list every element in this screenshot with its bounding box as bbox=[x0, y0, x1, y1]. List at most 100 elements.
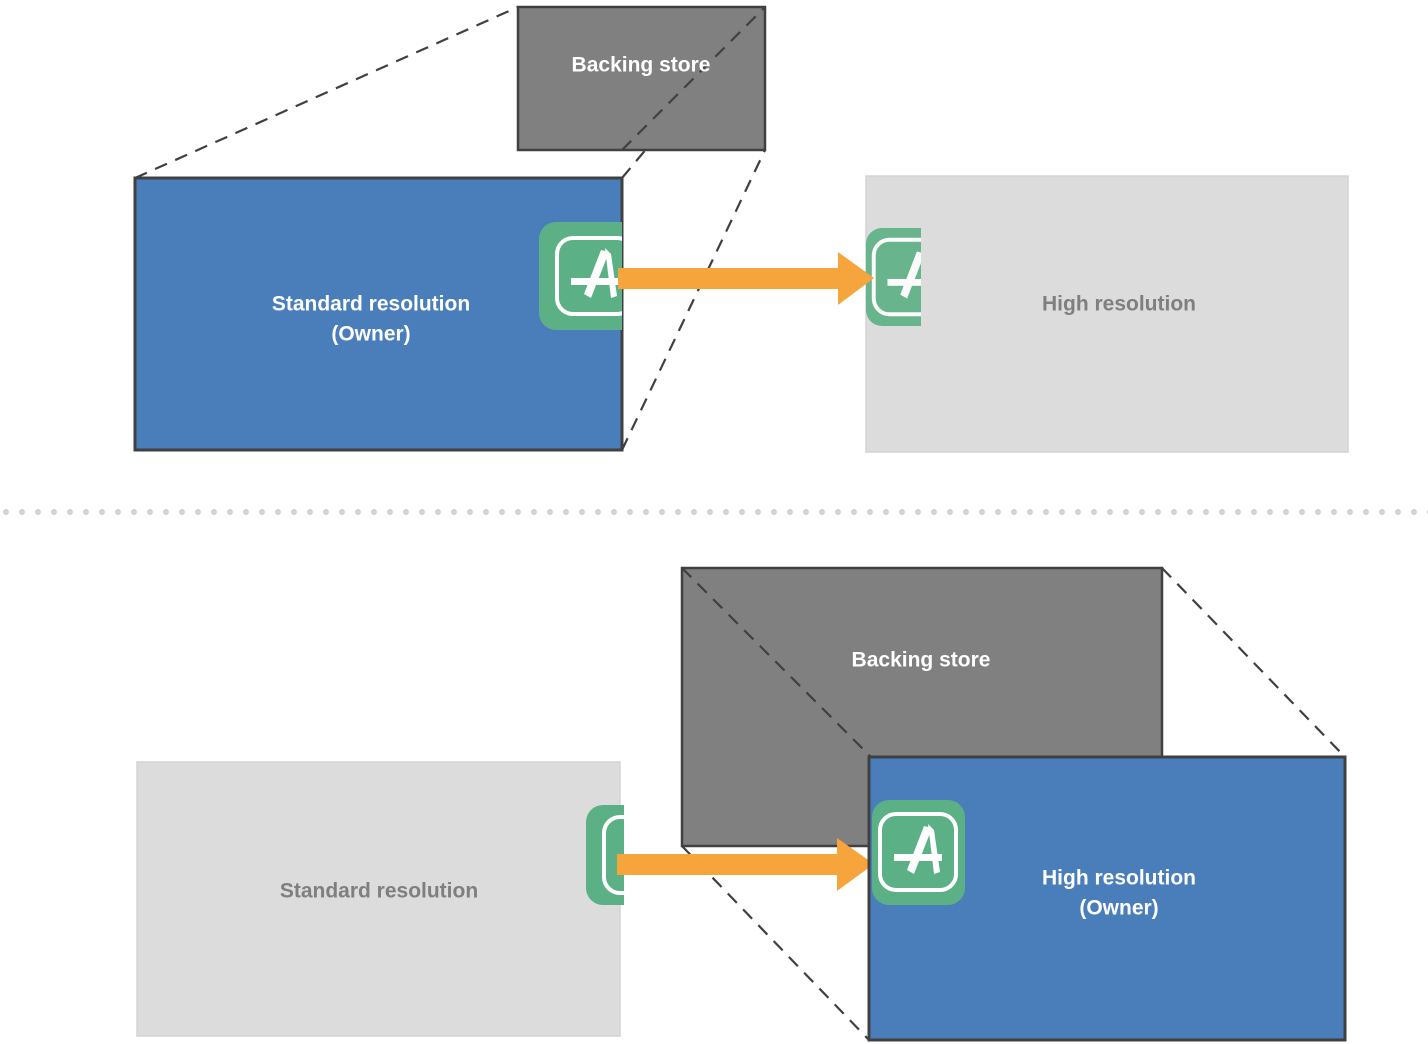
divider-dot bbox=[595, 509, 601, 515]
divider-dot bbox=[1171, 509, 1177, 515]
dotted-divider bbox=[3, 509, 1428, 515]
divider-dot bbox=[211, 509, 217, 515]
backing-store-diagonal-top bbox=[621, 6, 766, 151]
high-resolution-label-bottom-line1: High resolution bbox=[1042, 867, 1196, 890]
divider-dot bbox=[339, 509, 345, 515]
divider-dot bbox=[707, 509, 713, 515]
divider-dot bbox=[723, 509, 729, 515]
divider-dot bbox=[1267, 509, 1273, 515]
scenario-standard-owner: Backing store High resolution Standard r… bbox=[133, 5, 1349, 453]
divider-dot bbox=[19, 509, 25, 515]
divider-dot bbox=[1027, 509, 1033, 515]
divider-dot bbox=[307, 509, 313, 515]
standard-resolution-label-top-line1: Standard resolution bbox=[272, 293, 470, 316]
backing-store-diagonal-bottom bbox=[681, 567, 872, 758]
divider-dot bbox=[515, 509, 521, 515]
high-resolution-box-top bbox=[865, 175, 1349, 453]
divider-dot bbox=[835, 509, 841, 515]
divider-dot bbox=[739, 509, 745, 515]
divider-dot bbox=[1363, 509, 1369, 515]
divider-dot bbox=[1139, 509, 1145, 515]
divider-dot bbox=[467, 509, 473, 515]
divider-dot bbox=[1091, 509, 1097, 515]
divider-dot bbox=[1075, 509, 1081, 515]
divider-dot bbox=[1155, 509, 1161, 515]
bottom-right-projection bbox=[621, 149, 766, 451]
app-store-icon-bottom-group bbox=[872, 800, 965, 905]
divider-dot bbox=[115, 509, 121, 515]
top-left-projection bbox=[134, 5, 519, 180]
divider-dot bbox=[451, 509, 457, 515]
divider-dot bbox=[1411, 509, 1417, 515]
divider-dot bbox=[947, 509, 953, 515]
backing-store-label-bottom: Backing store bbox=[852, 649, 991, 672]
divider-dot bbox=[403, 509, 409, 515]
divider-dot bbox=[803, 509, 809, 515]
divider-dot bbox=[579, 509, 585, 515]
divider-dot bbox=[1331, 509, 1337, 515]
divider-dot bbox=[371, 509, 377, 515]
divider-dot bbox=[1251, 509, 1257, 515]
projection-lines-bottom bbox=[681, 567, 1346, 1041]
divider-dot bbox=[787, 509, 793, 515]
divider-dot bbox=[499, 509, 505, 515]
divider-dot bbox=[419, 509, 425, 515]
backing-store-box-top bbox=[516, 5, 767, 152]
divider-dot bbox=[899, 509, 905, 515]
divider-dot bbox=[243, 509, 249, 515]
divider-dot bbox=[691, 509, 697, 515]
divider-dot bbox=[35, 509, 41, 515]
divider-dot bbox=[99, 509, 105, 515]
divider-dot bbox=[1283, 509, 1289, 515]
divider-dot bbox=[275, 509, 281, 515]
divider-dot bbox=[1123, 509, 1129, 515]
divider-dot bbox=[355, 509, 361, 515]
divider-dot bbox=[1187, 509, 1193, 515]
divider-dot bbox=[979, 509, 985, 515]
divider-dot bbox=[547, 509, 553, 515]
divider-dot bbox=[1059, 509, 1065, 515]
divider-dot bbox=[227, 509, 233, 515]
divider-dot bbox=[675, 509, 681, 515]
divider-dot bbox=[1203, 509, 1209, 515]
divider-dot bbox=[3, 509, 9, 515]
divider-dot bbox=[67, 509, 73, 515]
divider-dot bbox=[851, 509, 857, 515]
divider-dot bbox=[995, 509, 1001, 515]
divider-dot bbox=[1299, 509, 1305, 515]
divider-dot bbox=[963, 509, 969, 515]
divider-dot bbox=[643, 509, 649, 515]
scenario-high-owner: Standard resolution Backing store bbox=[136, 566, 1347, 1042]
app-store-icon-faded-top bbox=[866, 228, 921, 326]
divider-dot bbox=[883, 509, 889, 515]
divider-dot bbox=[611, 509, 617, 515]
divider-dot bbox=[1011, 509, 1017, 515]
divider-dot bbox=[323, 509, 329, 515]
divider-dot bbox=[819, 509, 825, 515]
lower-top-right-projection bbox=[1161, 567, 1346, 758]
standard-resolution-label-bottom: Standard resolution bbox=[280, 880, 478, 903]
high-resolution-label-bottom-line2: (Owner) bbox=[1079, 897, 1158, 920]
divider-dot bbox=[163, 509, 169, 515]
divider-dot bbox=[483, 509, 489, 515]
divider-dot bbox=[147, 509, 153, 515]
backing-store-label-top: Backing store bbox=[572, 54, 711, 77]
divider-dot bbox=[627, 509, 633, 515]
divider-dot bbox=[531, 509, 537, 515]
divider-dot bbox=[195, 509, 201, 515]
divider-dot bbox=[435, 509, 441, 515]
divider-dot bbox=[83, 509, 89, 515]
divider-dot bbox=[755, 509, 761, 515]
standard-resolution-box-bottom bbox=[136, 761, 621, 1037]
divider-dot bbox=[1043, 509, 1049, 515]
divider-dot bbox=[659, 509, 665, 515]
divider-dot bbox=[51, 509, 57, 515]
divider-dot bbox=[291, 509, 297, 515]
divider-dot bbox=[867, 509, 873, 515]
divider-dot bbox=[1219, 509, 1225, 515]
lower-bottom-left-projection bbox=[681, 845, 870, 1041]
divider-dot bbox=[1395, 509, 1401, 515]
divider-dot bbox=[771, 509, 777, 515]
